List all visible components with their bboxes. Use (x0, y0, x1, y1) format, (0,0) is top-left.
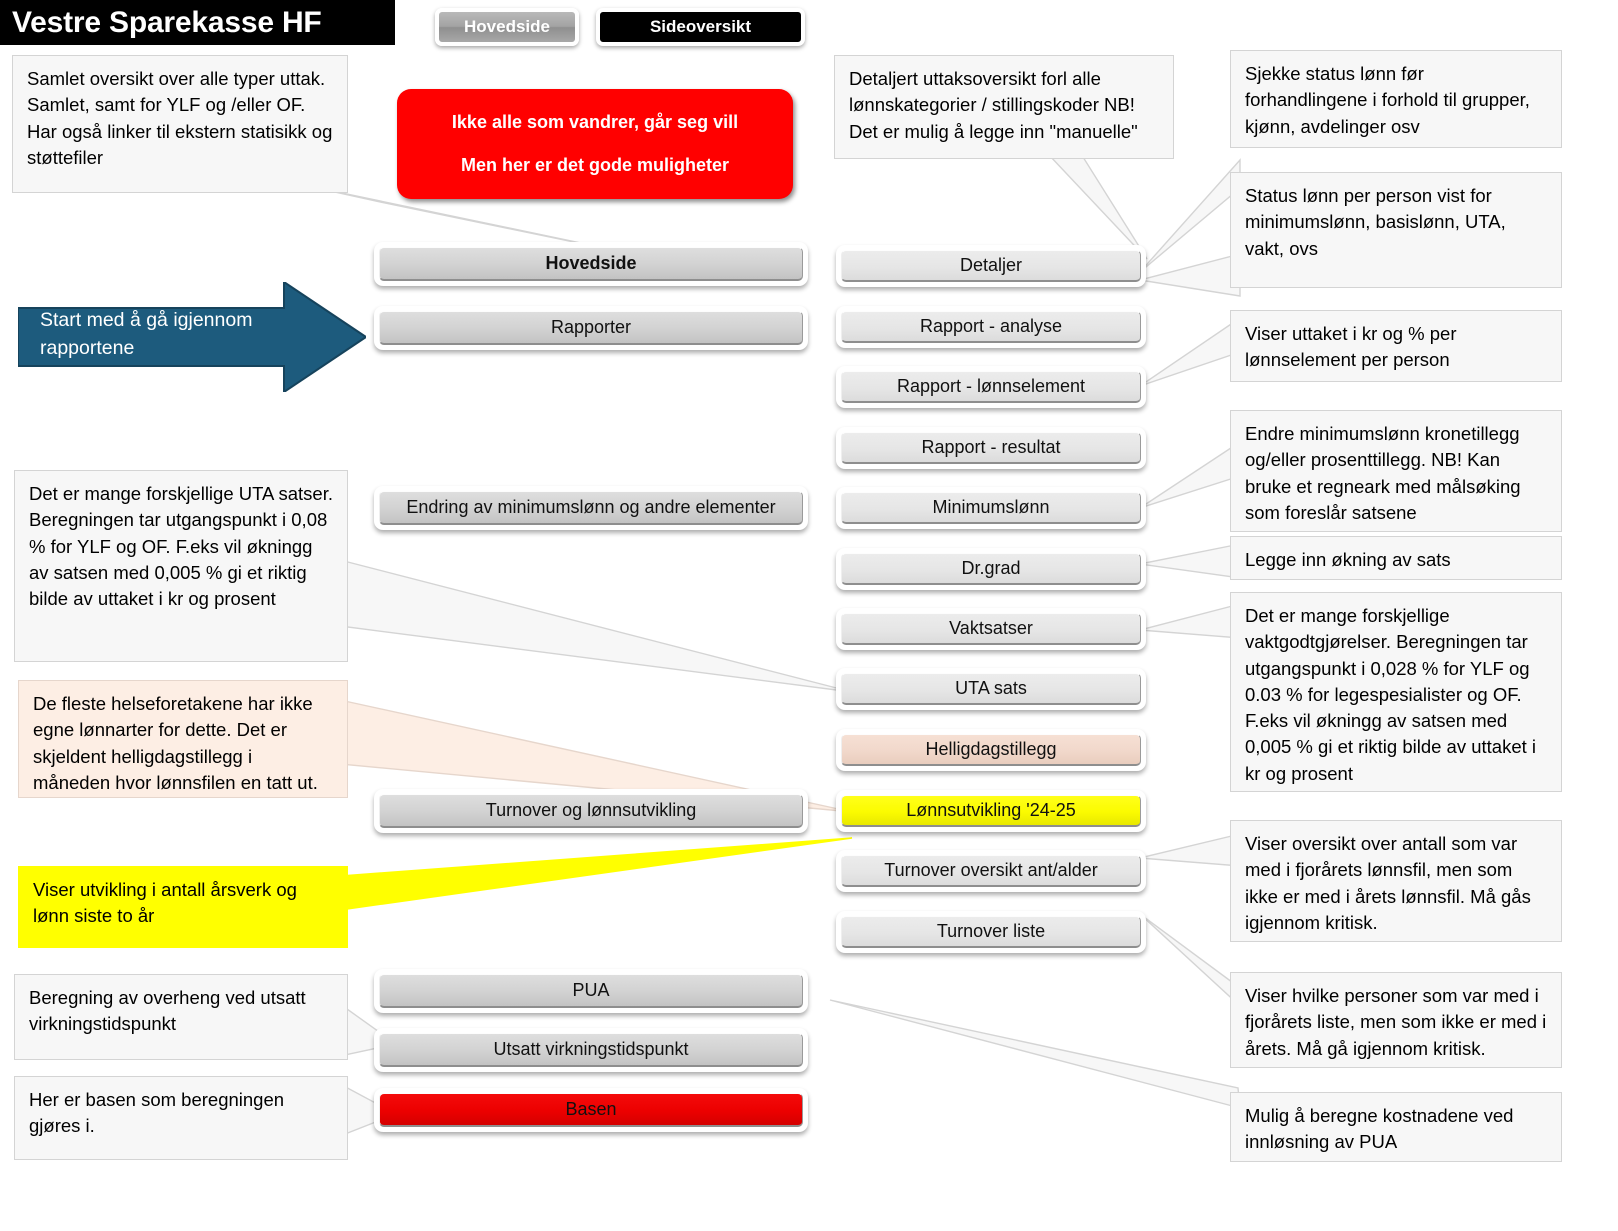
button-rapport-analyse[interactable]: Rapport - analyse (836, 306, 1146, 348)
callout-vaktgodt-text: Det er mange forskjellige vaktgodtgjørel… (1245, 605, 1537, 784)
callout-top-left: Samlet oversikt over alle typer uttak. S… (12, 55, 348, 193)
button-turnover-oversikt[interactable]: Turnover oversikt ant/alder (836, 850, 1146, 892)
callout-basen-text: Her er basen som beregningen gjøres i. (29, 1089, 285, 1137)
callout-status-lonn-person: Status lønn per person vist for minimums… (1230, 172, 1562, 288)
tail-pua (829, 999, 1241, 1120)
button-uta-sats-label: UTA sats (955, 678, 1027, 698)
callout-helligdag: De fleste helseforetakene har ikke egne … (18, 680, 348, 798)
page-title-text: Vestre Sparekasse HF (12, 5, 322, 39)
button-rapport-resultat[interactable]: Rapport - resultat (836, 427, 1146, 469)
callout-viser-uttaket: Viser uttaket i kr og % per lønnselement… (1230, 310, 1562, 382)
button-lonnsutvikling-label: Lønnsutvikling '24-25 (906, 800, 1076, 820)
button-helligdagstillegg-label: Helligdagstillegg (925, 739, 1057, 759)
button-rapporter-label: Rapporter (550, 317, 632, 337)
button-rapport-analyse-label: Rapport - analyse (919, 316, 1063, 336)
button-vaktsatser[interactable]: Vaktsatser (836, 608, 1146, 650)
callout-uta-satser: Det er mange forskjellige UTA satser. Be… (14, 470, 348, 662)
callout-pua: Mulig å beregne kostnadene ved innløsnin… (1230, 1092, 1562, 1162)
callout-endre-minimumslonn: Endre minimumslønn kronetillegg og/eller… (1230, 410, 1562, 532)
button-pua[interactable]: PUA (374, 969, 808, 1013)
button-basen-label: Basen (565, 1099, 617, 1119)
button-minimumslonn[interactable]: Minimumslønn (836, 487, 1146, 529)
button-rapport-resultat-label: Rapport - resultat (921, 437, 1061, 457)
button-pua-label: PUA (572, 980, 610, 1000)
button-turnover-oversikt-label: Turnover oversikt ant/alder (884, 860, 1098, 880)
callout-legge-inn-okning: Legge inn økning av sats (1230, 536, 1562, 580)
button-turnover-lonnsutvikling[interactable]: Turnover og lønnsutvikling (374, 789, 808, 833)
callout-turnover-personer: Viser hvilke personer som var med i fjor… (1230, 972, 1562, 1068)
callout-status-lonn-for: Sjekke status lønn før forhandlingene i … (1230, 50, 1562, 148)
tail-uta-satser (339, 559, 860, 700)
button-endring-minimumslonn-label: Endring av minimumslønn og andre element… (406, 497, 776, 517)
start-arrow-label: Start med å gå igjennom rapportene (40, 309, 253, 360)
button-drgrad[interactable]: Dr.grad (836, 548, 1146, 590)
callout-status-lonn-person-text: Status lønn per person vist for minimums… (1245, 185, 1506, 259)
callout-basen: Her er basen som beregningen gjøres i. (14, 1076, 348, 1160)
tail-status-lonn-person (1139, 250, 1241, 310)
page-title: Vestre Sparekasse HF (0, 0, 395, 45)
button-lonnsutvikling[interactable]: Lønnsutvikling '24-25 (836, 790, 1146, 832)
button-rapporter[interactable]: Rapporter (374, 306, 808, 350)
banner-line-2: Men her er det gode muligheter (460, 155, 730, 175)
callout-top-left-text: Samlet oversikt over alle typer uttak. S… (27, 68, 333, 168)
callout-viser-uttaket-text: Viser uttaket i kr og % per lønnselement… (1245, 323, 1457, 371)
tail-legge-inn-okning (1139, 540, 1241, 590)
button-turnover-liste-label: Turnover liste (936, 921, 1046, 941)
callout-helligdag-text: De fleste helseforetakene har ikke egne … (33, 693, 318, 793)
callout-endre-minimumslonn-text: Endre minimumslønn kronetillegg og/eller… (1245, 423, 1521, 523)
callout-status-lonn-for-text: Sjekke status lønn før forhandlingene i … (1245, 63, 1530, 137)
button-turnover-liste[interactable]: Turnover liste (836, 911, 1146, 953)
callout-overheng: Beregning av overheng ved utsatt virknin… (14, 974, 348, 1060)
button-hovedside-label: Hovedside (545, 253, 637, 273)
nav-sideoversikt[interactable]: Sideoversikt (596, 8, 805, 46)
button-basen[interactable]: Basen (374, 1088, 808, 1132)
nav-sideoversikt-label: Sideoversikt (649, 17, 752, 36)
callout-top-mid-text: Detaljert uttaksoversikt forl alle lønns… (849, 68, 1138, 142)
callout-turnover-personer-text: Viser hvilke personer som var med i fjor… (1245, 985, 1547, 1059)
button-helligdagstillegg[interactable]: Helligdagstillegg (836, 729, 1146, 771)
tail-turnover-antall (1139, 830, 1241, 900)
nav-hovedside[interactable]: Hovedside (435, 8, 579, 46)
callout-uta-satser-text: Det er mange forskjellige UTA satser. Be… (29, 483, 334, 610)
button-endring-minimumslonn[interactable]: Endring av minimumslønn og andre element… (374, 486, 808, 530)
callout-top-mid: Detaljert uttaksoversikt forl alle lønns… (834, 55, 1174, 159)
button-detaljer[interactable]: Detaljer (836, 245, 1146, 287)
button-vaktsatser-label: Vaktsatser (949, 618, 1033, 638)
button-utsatt-virkningstidspunkt-label: Utsatt virkningstidspunkt (493, 1039, 689, 1059)
button-utsatt-virkningstidspunkt[interactable]: Utsatt virkningstidspunkt (374, 1028, 808, 1072)
tail-turnover-personer (1139, 900, 1241, 1010)
callout-overheng-text: Beregning av overheng ved utsatt virknin… (29, 987, 306, 1035)
tail-vaktgodt (1139, 600, 1241, 670)
callout-pua-text: Mulig å beregne kostnadene ved innløsnin… (1245, 1105, 1514, 1153)
callout-turnover-antall: Viser oversikt over antall som var med i… (1230, 820, 1562, 942)
button-drgrad-label: Dr.grad (961, 558, 1021, 578)
nav-hovedside-label: Hovedside (464, 17, 550, 36)
start-arrow: Start med å gå igjennom rapportene (18, 282, 366, 392)
button-turnover-lonnsutvikling-label: Turnover og lønnsutvikling (485, 800, 697, 820)
callout-arsverk: Viser utvikling i antall årsverk og lønn… (18, 866, 348, 948)
callout-legge-inn-okning-text: Legge inn økning av sats (1245, 549, 1451, 570)
motivation-banner: Ikke alle som vandrer, går seg vill Men … (397, 89, 793, 199)
tail-viser-uttaket (1139, 312, 1241, 390)
button-minimumslonn-label: Minimumslønn (932, 497, 1050, 517)
banner-line-1: Ikke alle som vandrer, går seg vill (451, 112, 739, 132)
callout-vaktgodt: Det er mange forskjellige vaktgodtgjørel… (1230, 592, 1562, 792)
callout-turnover-antall-text: Viser oversikt over antall som var med i… (1245, 833, 1531, 933)
button-detaljer-label: Detaljer (959, 255, 1023, 275)
button-rapport-lonnselement[interactable]: Rapport - lønnselement (836, 366, 1146, 408)
button-uta-sats[interactable]: UTA sats (836, 668, 1146, 710)
button-rapport-lonnselement-label: Rapport - lønnselement (896, 376, 1086, 396)
callout-arsverk-text: Viser utvikling i antall årsverk og lønn… (33, 879, 297, 927)
button-hovedside[interactable]: Hovedside (374, 242, 808, 286)
tail-endre-minimumslonn (1139, 440, 1241, 520)
